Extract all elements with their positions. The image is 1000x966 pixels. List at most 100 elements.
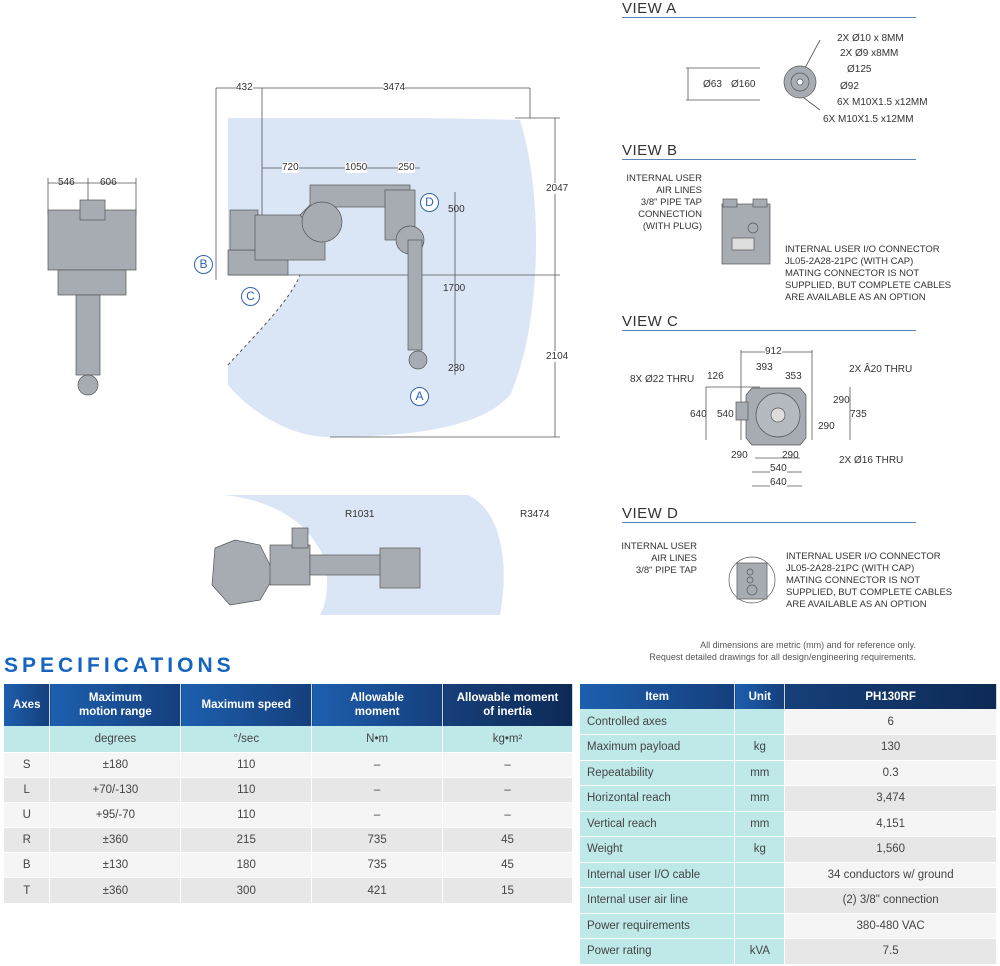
- table-cell: +70/-130: [49, 777, 182, 803]
- unit-cell: kg: [734, 836, 786, 863]
- dim-label: 640: [770, 477, 787, 488]
- view-a-title: VIEW A: [622, 0, 916, 18]
- value-cell: 4,151: [784, 811, 997, 837]
- dim-label: 393: [756, 362, 773, 373]
- value-cell: 7.5: [784, 938, 997, 965]
- value-cell: 3,474: [784, 785, 997, 812]
- table-header-row: Item Unit PH130RF: [580, 684, 997, 709]
- view-c-note: 2X Ø16 THRU: [839, 455, 904, 466]
- value-cell: (2) 3/8" connection: [784, 887, 997, 914]
- view-d-io-note: INTERNAL USER I/O CONNECTOR JL05-2A28-21…: [786, 551, 953, 610]
- column-header: Maximum speed: [180, 684, 313, 726]
- table-cell: 300: [180, 877, 313, 904]
- item-cell: Vertical reach: [580, 811, 736, 837]
- table-cell: ±360: [49, 877, 182, 904]
- robot-side-view: [227, 184, 428, 370]
- table-cell: 45: [442, 852, 573, 879]
- dim-label: 640: [690, 409, 707, 420]
- dim-label: 353: [785, 371, 802, 382]
- dim-label: 3474: [383, 82, 406, 93]
- unit-cell: [734, 887, 786, 914]
- callout-c: C: [241, 287, 260, 306]
- unit-cell: [734, 913, 786, 939]
- unit-cell: kg•m²: [442, 726, 573, 753]
- item-cell: Weight: [580, 836, 736, 863]
- table-cell: 45: [442, 827, 573, 854]
- item-cell: Power requirements: [580, 913, 736, 939]
- table-cell: 110: [180, 777, 313, 803]
- unit-cell: mm: [734, 811, 786, 837]
- table-cell: –: [311, 802, 444, 829]
- view-a-note: 2X Ø9 x8MM: [840, 48, 899, 59]
- table-cell: 215: [180, 827, 313, 854]
- unit-cell: mm: [734, 785, 786, 812]
- dim-label: 912: [765, 346, 782, 357]
- dim-label: 2047: [546, 183, 569, 194]
- dim-label: 250: [398, 162, 415, 173]
- item-cell: Horizontal reach: [580, 785, 736, 812]
- view-c-note: 2X Â20 THRU: [849, 364, 913, 375]
- column-header: Allowable moment: [311, 684, 444, 726]
- dim-label: Ø63: [703, 79, 722, 90]
- view-a-note: Ø92: [840, 81, 859, 92]
- table-cell: –: [442, 752, 573, 778]
- view-c-drawing: [735, 387, 807, 446]
- dim-label: 606: [100, 177, 117, 188]
- unit-cell: N•m: [311, 726, 444, 753]
- table-cell: 180: [180, 852, 313, 879]
- axis-name-cell: R: [4, 827, 51, 854]
- axis-name-cell: B: [4, 852, 51, 879]
- units-row: degrees °/sec N•m kg•m²: [4, 726, 573, 753]
- dim-label: Ø160: [731, 79, 756, 90]
- callout-d: D: [420, 193, 439, 212]
- table-cell: ±130: [49, 852, 182, 879]
- work-envelope-side: [228, 118, 537, 437]
- unit-cell: °/sec: [180, 726, 313, 753]
- callout-b: B: [194, 255, 213, 274]
- table-row: Internal user air line (2) 3/8" connectio…: [580, 887, 997, 914]
- disclaimer: All dimensions are metric (mm) and for r…: [649, 640, 916, 662]
- dim-label: 540: [717, 409, 734, 420]
- item-cell: Internal user air line: [580, 887, 736, 914]
- view-b-drawing: [721, 198, 771, 265]
- dim-label: 1700: [443, 283, 466, 294]
- dim-label: 540: [770, 463, 787, 474]
- item-cell: Maximum payload: [580, 734, 736, 761]
- value-cell: 1,560: [784, 836, 997, 863]
- dim-label: 290: [782, 450, 799, 461]
- axis-name-cell: L: [4, 777, 51, 803]
- column-header: Allowable moment of inertia: [442, 684, 573, 726]
- table-cell: 735: [311, 827, 444, 854]
- table-cell: 110: [180, 802, 313, 829]
- item-cell: Repeatability: [580, 760, 736, 786]
- value-cell: 0.3: [784, 760, 997, 786]
- dim-label: R3474: [520, 509, 550, 520]
- table-cell: 110: [180, 752, 313, 778]
- table-header-row: Axes Maximum motion range Maximum speed …: [4, 684, 573, 726]
- axes-spec-table: Axes Maximum motion range Maximum speed …: [4, 684, 573, 904]
- unit-cell: [4, 726, 51, 753]
- column-header: PH130RF: [784, 684, 997, 709]
- view-a-note: 2X Ø10 x 8MM: [837, 33, 904, 44]
- unit-cell: [734, 862, 786, 888]
- item-cell: Controlled axes: [580, 709, 736, 735]
- column-header: Item: [580, 684, 736, 709]
- axis-name-cell: T: [4, 877, 51, 904]
- table-cell: –: [442, 777, 573, 803]
- table-cell: 15: [442, 877, 573, 904]
- view-b-title: VIEW B: [622, 142, 916, 160]
- column-header: Axes: [4, 684, 51, 726]
- column-header: Maximum motion range: [49, 684, 182, 726]
- view-d-drawing: [728, 556, 776, 604]
- axis-name-cell: S: [4, 752, 51, 778]
- unit-cell: degrees: [49, 726, 182, 753]
- dim-label: 290: [818, 421, 835, 432]
